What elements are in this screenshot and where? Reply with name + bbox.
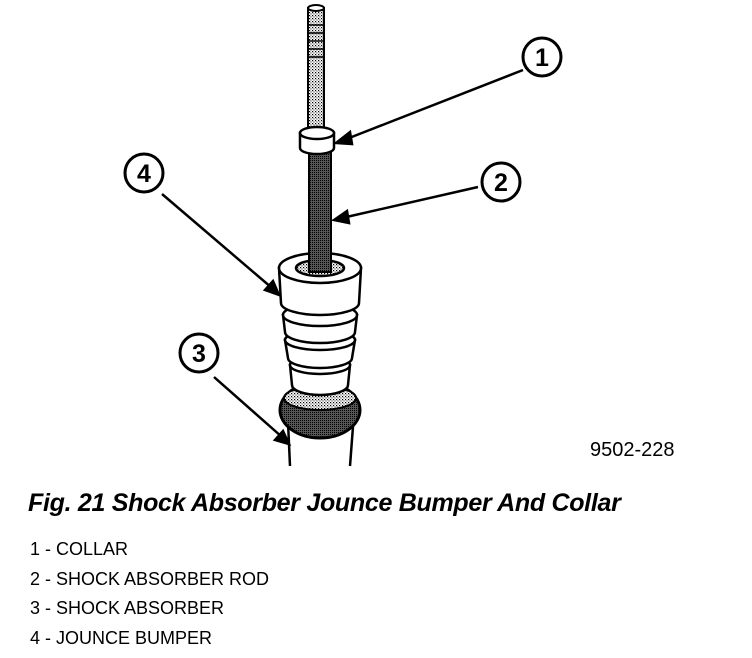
collar bbox=[298, 125, 336, 156]
shock-absorber-illustration: 1 2 3 4 9502-228 bbox=[123, 4, 675, 467]
legend-item: 4 - JOUNCE BUMPER bbox=[30, 627, 213, 648]
callout-4-arrow bbox=[161, 193, 273, 289]
legend-item: 1 - COLLAR bbox=[30, 539, 129, 559]
callout-1-arrow bbox=[343, 68, 524, 142]
callout-2: 2 bbox=[480, 161, 522, 203]
svg-text:4: 4 bbox=[137, 160, 151, 188]
callout-2-arrow bbox=[341, 185, 479, 220]
legend-item: 3 - SHOCK ABSORBER bbox=[30, 598, 225, 618]
callout-3: 3 bbox=[178, 332, 220, 374]
callout-1: 1 bbox=[521, 36, 563, 78]
legend-item: 2 - SHOCK ABSORBER ROD bbox=[30, 568, 270, 589]
parts-legend: 1 - COLLAR 2 - SHOCK ABSORBER ROD 3 - SH… bbox=[30, 535, 269, 653]
callout-4: 4 bbox=[123, 152, 165, 194]
figure-code: 9502-228 bbox=[590, 439, 675, 461]
svg-text:1: 1 bbox=[535, 44, 549, 72]
callout-3-arrow bbox=[213, 376, 283, 438]
figure-caption: Fig. 21 Shock Absorber Jounce Bumper And… bbox=[28, 489, 621, 517]
svg-text:3: 3 bbox=[192, 340, 206, 368]
leader-arrows bbox=[161, 68, 524, 446]
svg-text:2: 2 bbox=[494, 169, 508, 197]
jounce-bumper bbox=[277, 251, 363, 397]
